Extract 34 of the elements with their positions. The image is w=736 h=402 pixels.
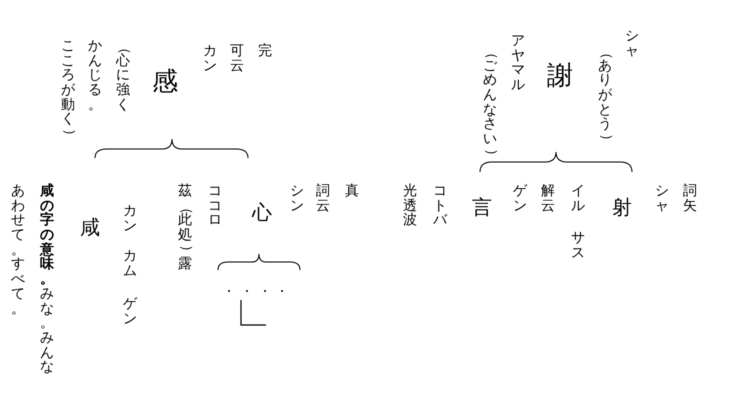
- kanji-character: 言: [471, 198, 493, 219]
- reading-text: カム: [122, 250, 138, 280]
- kanji-text: 解云: [540, 185, 556, 214]
- reading-text: カン: [122, 205, 138, 234]
- reading-text: ゲン: [122, 298, 138, 328]
- meaning-text: （ありがとう）: [597, 45, 613, 148]
- reading-text: シャ: [654, 185, 670, 214]
- kanji-text: 茲（此処）露: [177, 185, 193, 274]
- meaning-text: こころが動く）: [60, 40, 76, 143]
- meaning-text: （ごめんなさい）: [482, 45, 498, 162]
- kanji-character: 射: [611, 198, 633, 219]
- reading-text: シン: [289, 185, 305, 214]
- reading-text: アヤマル: [510, 35, 526, 94]
- reading-text: カン: [202, 45, 218, 74]
- kanji-text: 可云: [229, 45, 245, 74]
- kanji-character: 咸: [79, 218, 101, 239]
- reading-text: シャ: [624, 30, 640, 60]
- note-text: 咸の字の意味。みな。みんな: [39, 185, 55, 376]
- kanji-character: 心: [251, 203, 273, 224]
- kanji-character: 感: [151, 68, 179, 96]
- kanji-text: 詞云: [315, 185, 331, 214]
- kanji-text: 真: [344, 185, 360, 200]
- kanji-text: 詞矢: [682, 185, 698, 214]
- reading-text: ココロ: [207, 185, 223, 230]
- meaning-text: かんじる。: [87, 40, 103, 114]
- reading-text: ゲン: [512, 185, 528, 214]
- kanji-text: 光透波: [402, 185, 418, 230]
- kanji-character: 謝: [546, 62, 574, 90]
- note-text: あわせて。すべて。: [10, 185, 26, 318]
- meaning-text: （心に強く: [115, 40, 131, 114]
- reading-text: イル: [570, 185, 586, 214]
- reading-text: コトバ: [432, 185, 448, 230]
- reading-text: サス: [570, 232, 586, 262]
- kanji-text: 完: [257, 45, 273, 60]
